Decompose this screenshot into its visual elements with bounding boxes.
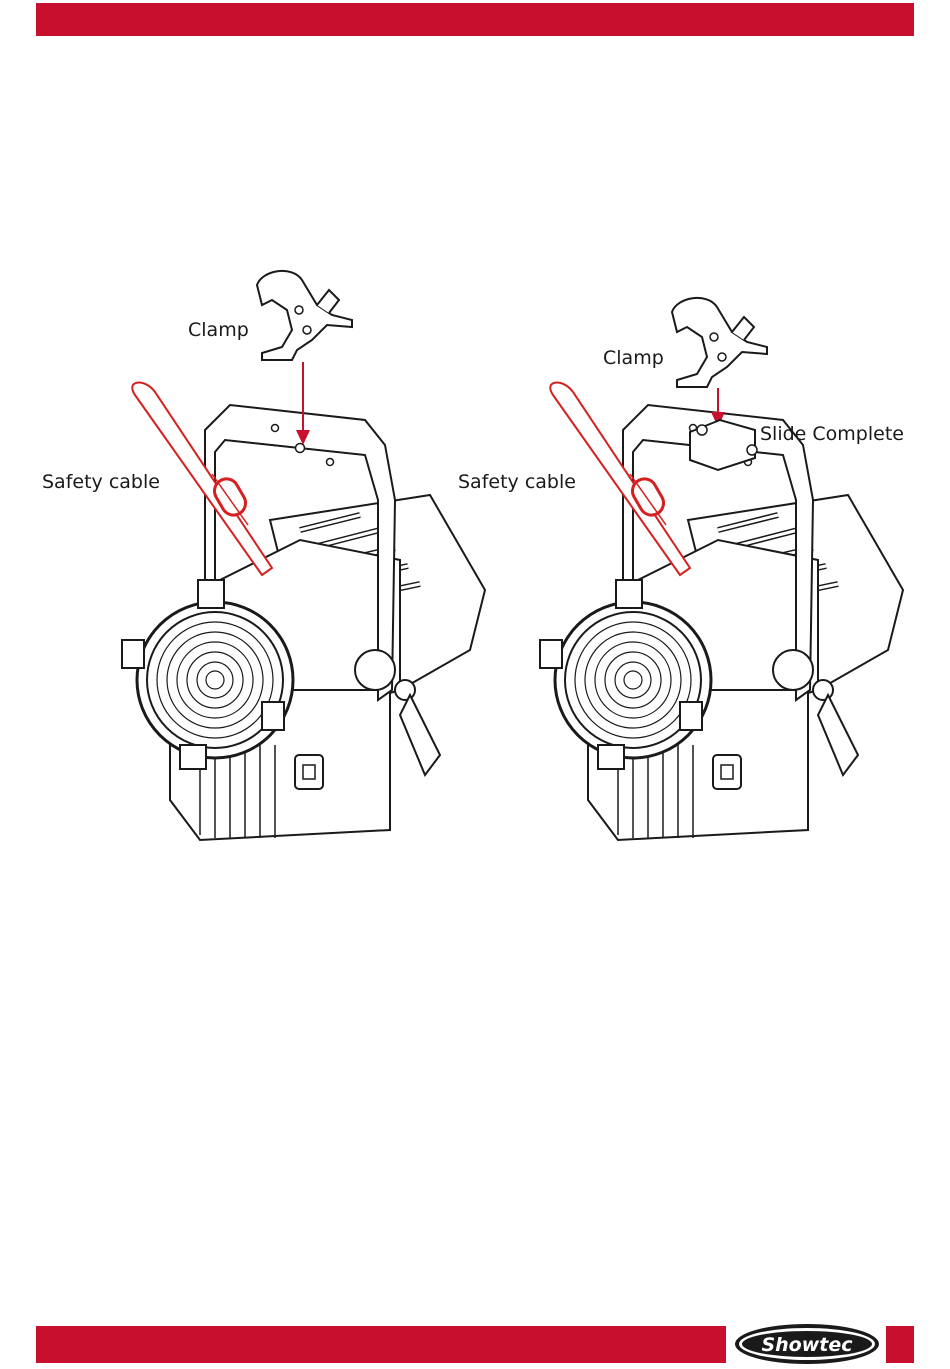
clamp-label: Clamp <box>603 347 664 369</box>
clamp-icon <box>672 298 767 387</box>
safety-cable-label: Safety cable <box>458 471 576 493</box>
slide-complete-label: Slide Complete <box>760 423 904 445</box>
safety-cable-label: Safety cable <box>42 471 160 493</box>
showtec-logo: Showtec <box>732 1322 882 1366</box>
clamp-icon <box>257 271 352 360</box>
right-figure <box>540 298 903 840</box>
footer-band <box>36 1326 726 1363</box>
clamp-label: Clamp <box>188 319 249 341</box>
footer-band-tail <box>886 1326 914 1363</box>
left-figure <box>122 271 485 840</box>
svg-text:Showtec: Showtec <box>761 1334 853 1356</box>
